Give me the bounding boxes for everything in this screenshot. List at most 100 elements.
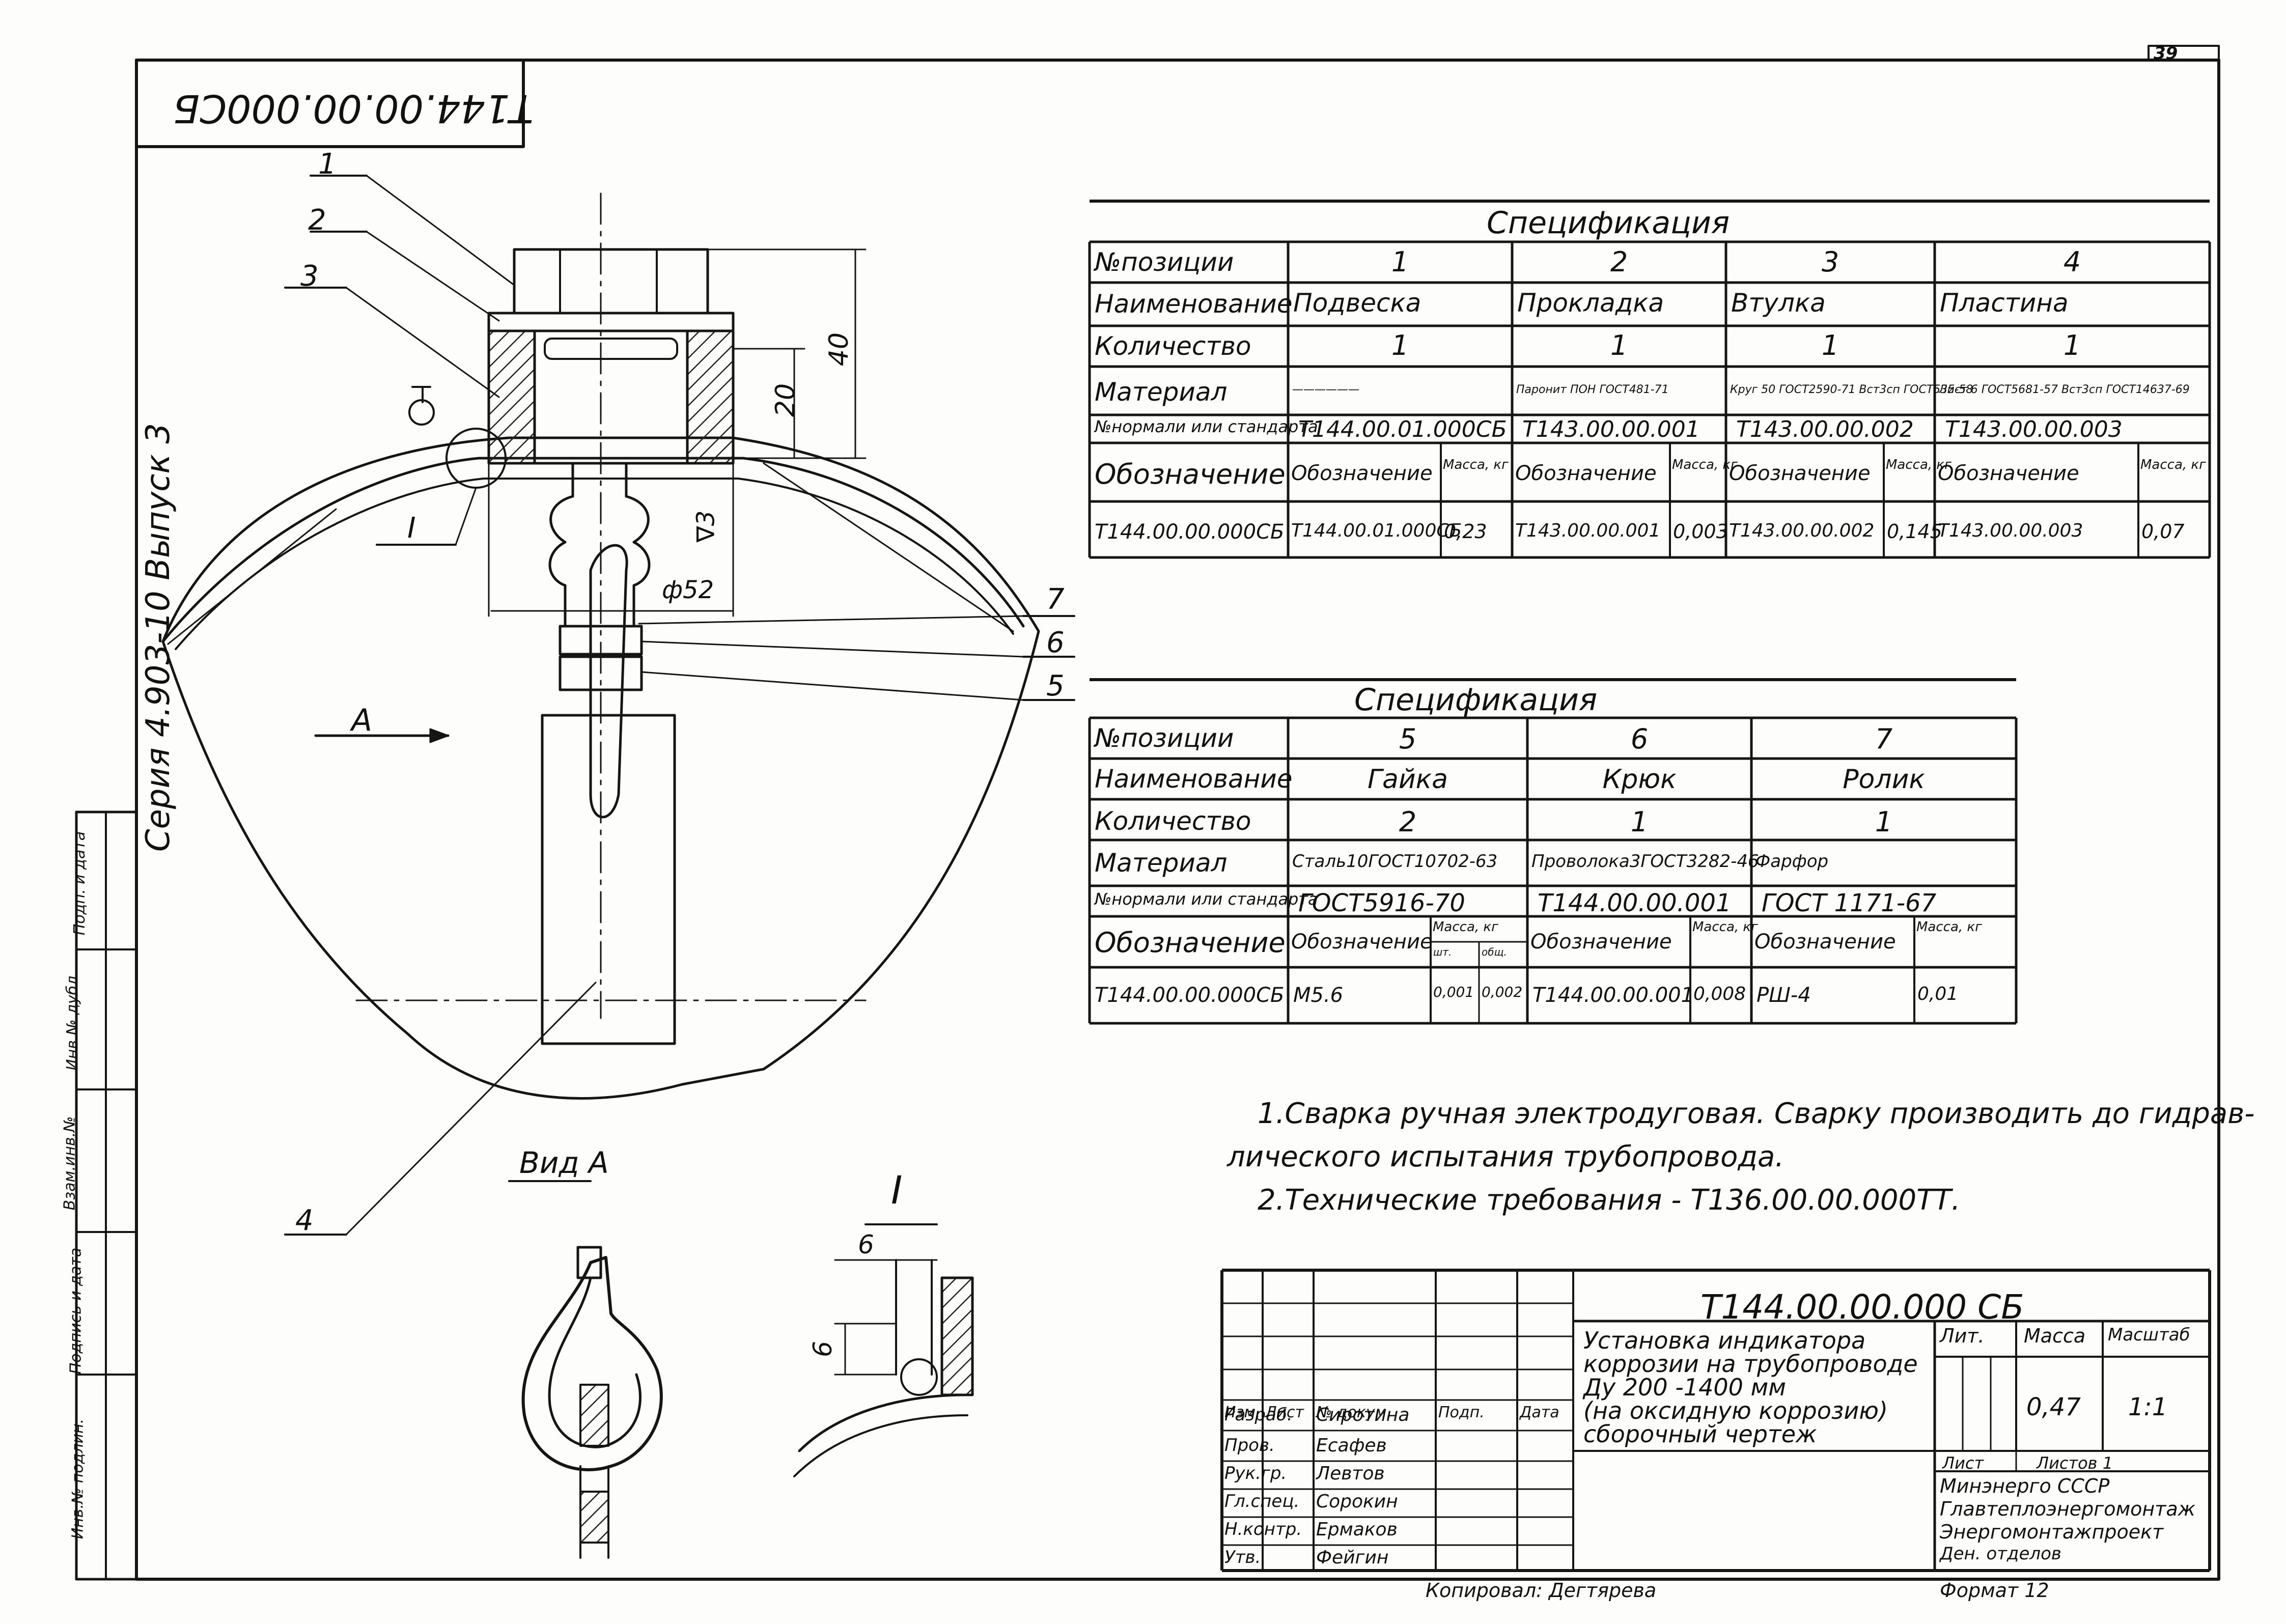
spec1-row-label-name: Наименование <box>1095 289 1293 319</box>
spec1-qty-4: 1 <box>2063 329 2081 361</box>
rotated-drawing-code: Т144.00.00.000СБ <box>173 86 534 131</box>
detail-ref: I <box>407 512 416 545</box>
dim-40: 40 <box>824 332 855 367</box>
title-sheets-label: Листов 1 <box>2037 1453 2113 1473</box>
spec1-row-label-material: Материал <box>1095 377 1228 407</box>
format: Формат 12 <box>1940 1579 2049 1602</box>
spec2-mass-6: 0,008 <box>1693 984 1746 1004</box>
spec1-row-label-designation: Обозначение <box>1095 458 1286 490</box>
view-a-arrow-label: A <box>351 703 373 738</box>
spec2-row-label-designation: Обозначение <box>1095 927 1286 959</box>
dim-d52: ф52 <box>662 576 714 604</box>
title-header-3: № докум. <box>1316 1404 1391 1421</box>
callout-2: 2 <box>308 204 326 237</box>
callout-3: 3 <box>300 260 319 293</box>
view-a-plate <box>579 1384 609 1447</box>
spec1-mass-1: 0,23 <box>1444 520 1487 543</box>
title-person-2: Есафев <box>1316 1435 1387 1456</box>
callout-5: 5 <box>1046 669 1065 703</box>
spec1-designation-1: Т144.00.01.000СБ <box>1291 520 1462 541</box>
spec1-mass-header-1: Масса, кг <box>1443 457 1509 472</box>
spec1-standard-3: Т143.00.00.002 <box>1736 416 1914 442</box>
spec2-row-label-name: Наименование <box>1095 764 1293 794</box>
title-role-2: Пров. <box>1224 1435 1275 1455</box>
spec2-standard-7: ГОСТ 1171-67 <box>1762 889 1937 917</box>
title-org-2: Главтеплоэнергомонтаж <box>1940 1498 2195 1520</box>
title-mass-label: Масса <box>2024 1325 2086 1347</box>
spec2-standard-5: ГОСТ5916-70 <box>1298 889 1465 917</box>
detail-title: I <box>891 1167 903 1213</box>
spec1-name-3: Втулка <box>1731 288 1826 318</box>
spec2-name-5: Гайка <box>1368 764 1448 795</box>
spec2-material-7: Фарфор <box>1755 851 1829 872</box>
title-person-4: Сорокин <box>1316 1491 1398 1512</box>
spec1-material-1: —————— <box>1292 383 1359 396</box>
title-role-6: Утв. <box>1224 1547 1261 1567</box>
spec1-row-label-qty: Количество <box>1095 331 1251 361</box>
hook <box>589 544 628 819</box>
spec1-name-4: Пластина <box>1940 288 2069 318</box>
callout-7: 7 <box>1046 583 1065 616</box>
title-name-3: Ду 200 -1400 мм <box>1583 1374 1786 1401</box>
spec2-row-label-qty: Количество <box>1095 806 1251 836</box>
spec2-row-label-assembly: Т144.00.00.000СБ <box>1095 984 1285 1007</box>
note-1: 1.Сварка ручная электродуговая. Сварку п… <box>1258 1097 2255 1130</box>
nut <box>513 248 709 315</box>
title-header-5: Дата <box>1520 1404 1559 1421</box>
title-name-1: Установка индикатора <box>1583 1327 1866 1354</box>
spec2-designation-7: РШ-4 <box>1757 984 1811 1007</box>
spec2-mass-header-5: Масса, кг <box>1433 919 1498 935</box>
spec2-material-5: Сталь10ГОСТ10702-63 <box>1292 851 1498 872</box>
spec1-mass-header-4: Масса, кг <box>2140 457 2206 472</box>
title-role-3: Рук.гр. <box>1224 1463 1287 1483</box>
detail-weld <box>900 1358 938 1396</box>
sleeve-wall-right <box>686 329 735 465</box>
spec2-title: Спецификация <box>1354 682 1598 718</box>
title-code: Т144.00.00.000 СБ <box>1700 1287 2024 1327</box>
spec2-designation-6: Т144.00.00.001 <box>1532 984 1694 1007</box>
spec2-row-label-material: Материал <box>1095 848 1228 878</box>
spec1-standard-2: Т143.00.00.001 <box>1522 416 1700 442</box>
spec1-material-2: Паронит ПОН ГОСТ481-71 <box>1516 383 1669 396</box>
title-org-3: Энергомонтажпроект <box>1940 1521 2164 1543</box>
spec1-material-3: Круг 50 ГОСТ2590-71 Вст3сп ГОСТ535-58 <box>1730 383 1973 396</box>
spec2-mass-5-total: 0,002 <box>1482 984 1523 1000</box>
spec1-standard-1: Т144.00.01.000СБ <box>1298 416 1507 442</box>
spec2-qty-7: 1 <box>1875 806 1893 838</box>
title-sheet-label: Лист <box>1942 1453 1984 1473</box>
title-mass-value: 0,47 <box>2026 1393 2081 1421</box>
callout-1: 1 <box>318 148 337 181</box>
spec1-mass-4: 0,07 <box>2141 520 2185 543</box>
spec2-standard-6: Т144.00.00.001 <box>1538 889 1732 917</box>
title-header-2: Лист <box>1265 1404 1304 1421</box>
side-stamp-2: Подпись и дата <box>67 1247 85 1375</box>
page-number-box <box>2148 45 2220 61</box>
title-header-4: Подп. <box>1438 1404 1485 1421</box>
side-stamp-1: Инв.№ подлин. <box>69 1418 87 1539</box>
pipe-wall-outer <box>161 457 1025 643</box>
spec2-mass-header-7: Масса, кг <box>1916 919 1982 935</box>
callout-4: 4 <box>295 1204 314 1237</box>
side-stamp-4: Инв.№ дубл. <box>63 971 81 1071</box>
spec2-material-6: Проволока3ГОСТ3282-46 <box>1531 851 1759 872</box>
plate <box>541 714 676 1045</box>
title-name-5: сборочный чертеж <box>1583 1420 1817 1448</box>
side-stamp-3: Взам.инв.№ <box>61 1116 79 1211</box>
spec2-mass-header-6: Масса, кг <box>1692 919 1758 935</box>
callout-6: 6 <box>1046 626 1065 659</box>
page-number: 39 <box>2154 43 2178 64</box>
title-scale-value: 1:1 <box>2128 1393 2168 1421</box>
view-a-hook <box>521 1256 663 1471</box>
copied-by: Копировал: Дегтярева <box>1426 1579 1657 1602</box>
spec1-title: Спецификация <box>1487 205 1730 241</box>
spec1-qty-2: 1 <box>1610 329 1628 361</box>
spec1-position-2: 2 <box>1610 246 1628 278</box>
spec2-mass-5-unit: 0,001 <box>1433 984 1474 1000</box>
spec1-position-4: 4 <box>2063 246 2081 278</box>
spec1-material-4: Лист 6 ГОСТ5681-57 Вст3сп ГОСТ14637-69 <box>1939 383 2190 396</box>
title-person-5: Ермаков <box>1316 1519 1398 1540</box>
title-role-4: Гл.спец. <box>1224 1491 1300 1511</box>
spec2-row-label-standard: №нормали или стандарта <box>1095 889 1318 909</box>
spec1-mass-header-3: Масса, кг <box>1886 457 1952 472</box>
